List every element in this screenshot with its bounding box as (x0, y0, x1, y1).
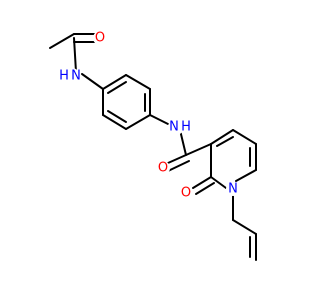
molecule-structure: O N H N H O O N (49, 31, 257, 261)
bond-benzene-1 (102, 74, 127, 90)
bond-carbonyl-nh (73, 37, 77, 73)
bond-pyridone-inner-1 (216, 136, 234, 147)
atom-labels: O N H N H O O N (59, 31, 240, 201)
atom-nitrogen-amide: N (169, 120, 179, 135)
bond-pyridone-1 (210, 129, 234, 145)
atom-oxygen-pyridone: O (181, 186, 191, 201)
bonds (49, 33, 257, 261)
bond-amide-co-1 (167, 154, 187, 164)
bond-benzene-4 (125, 114, 151, 130)
bond-benzene-inner-1 (107, 81, 127, 94)
bond-benzene-2 (125, 74, 151, 90)
bond-pyridone-4 (235, 169, 257, 182)
bond-benzene-5 (102, 114, 127, 130)
bond-ring-co-1 (192, 176, 212, 189)
bond-allyl-ch (232, 219, 257, 235)
bond-pyridone-5 (210, 176, 227, 189)
atom-oxygen-amide: O (158, 161, 168, 176)
atom-hydrogen-amide: H (181, 120, 191, 135)
bond-methyl-carbonyl (49, 33, 75, 49)
bond-amide-co-2 (167, 160, 190, 172)
bond-carbonyl-pyridone (185, 143, 212, 156)
bond-nh-carbonyl (179, 129, 187, 156)
bond-pyridone-2 (232, 129, 257, 145)
bond-ring-co-2 (195, 182, 215, 195)
atom-nitrogen-acetamide: N (71, 69, 81, 84)
atom-nitrogen-pyridone: N (228, 182, 238, 197)
atom-hydrogen-acetamide: H (59, 69, 69, 84)
bond-ring-nh (149, 114, 169, 125)
bond-nh-ring (81, 73, 104, 90)
bond-benzene-inner-3 (107, 110, 127, 123)
atom-oxygen-acetyl: O (95, 31, 105, 46)
